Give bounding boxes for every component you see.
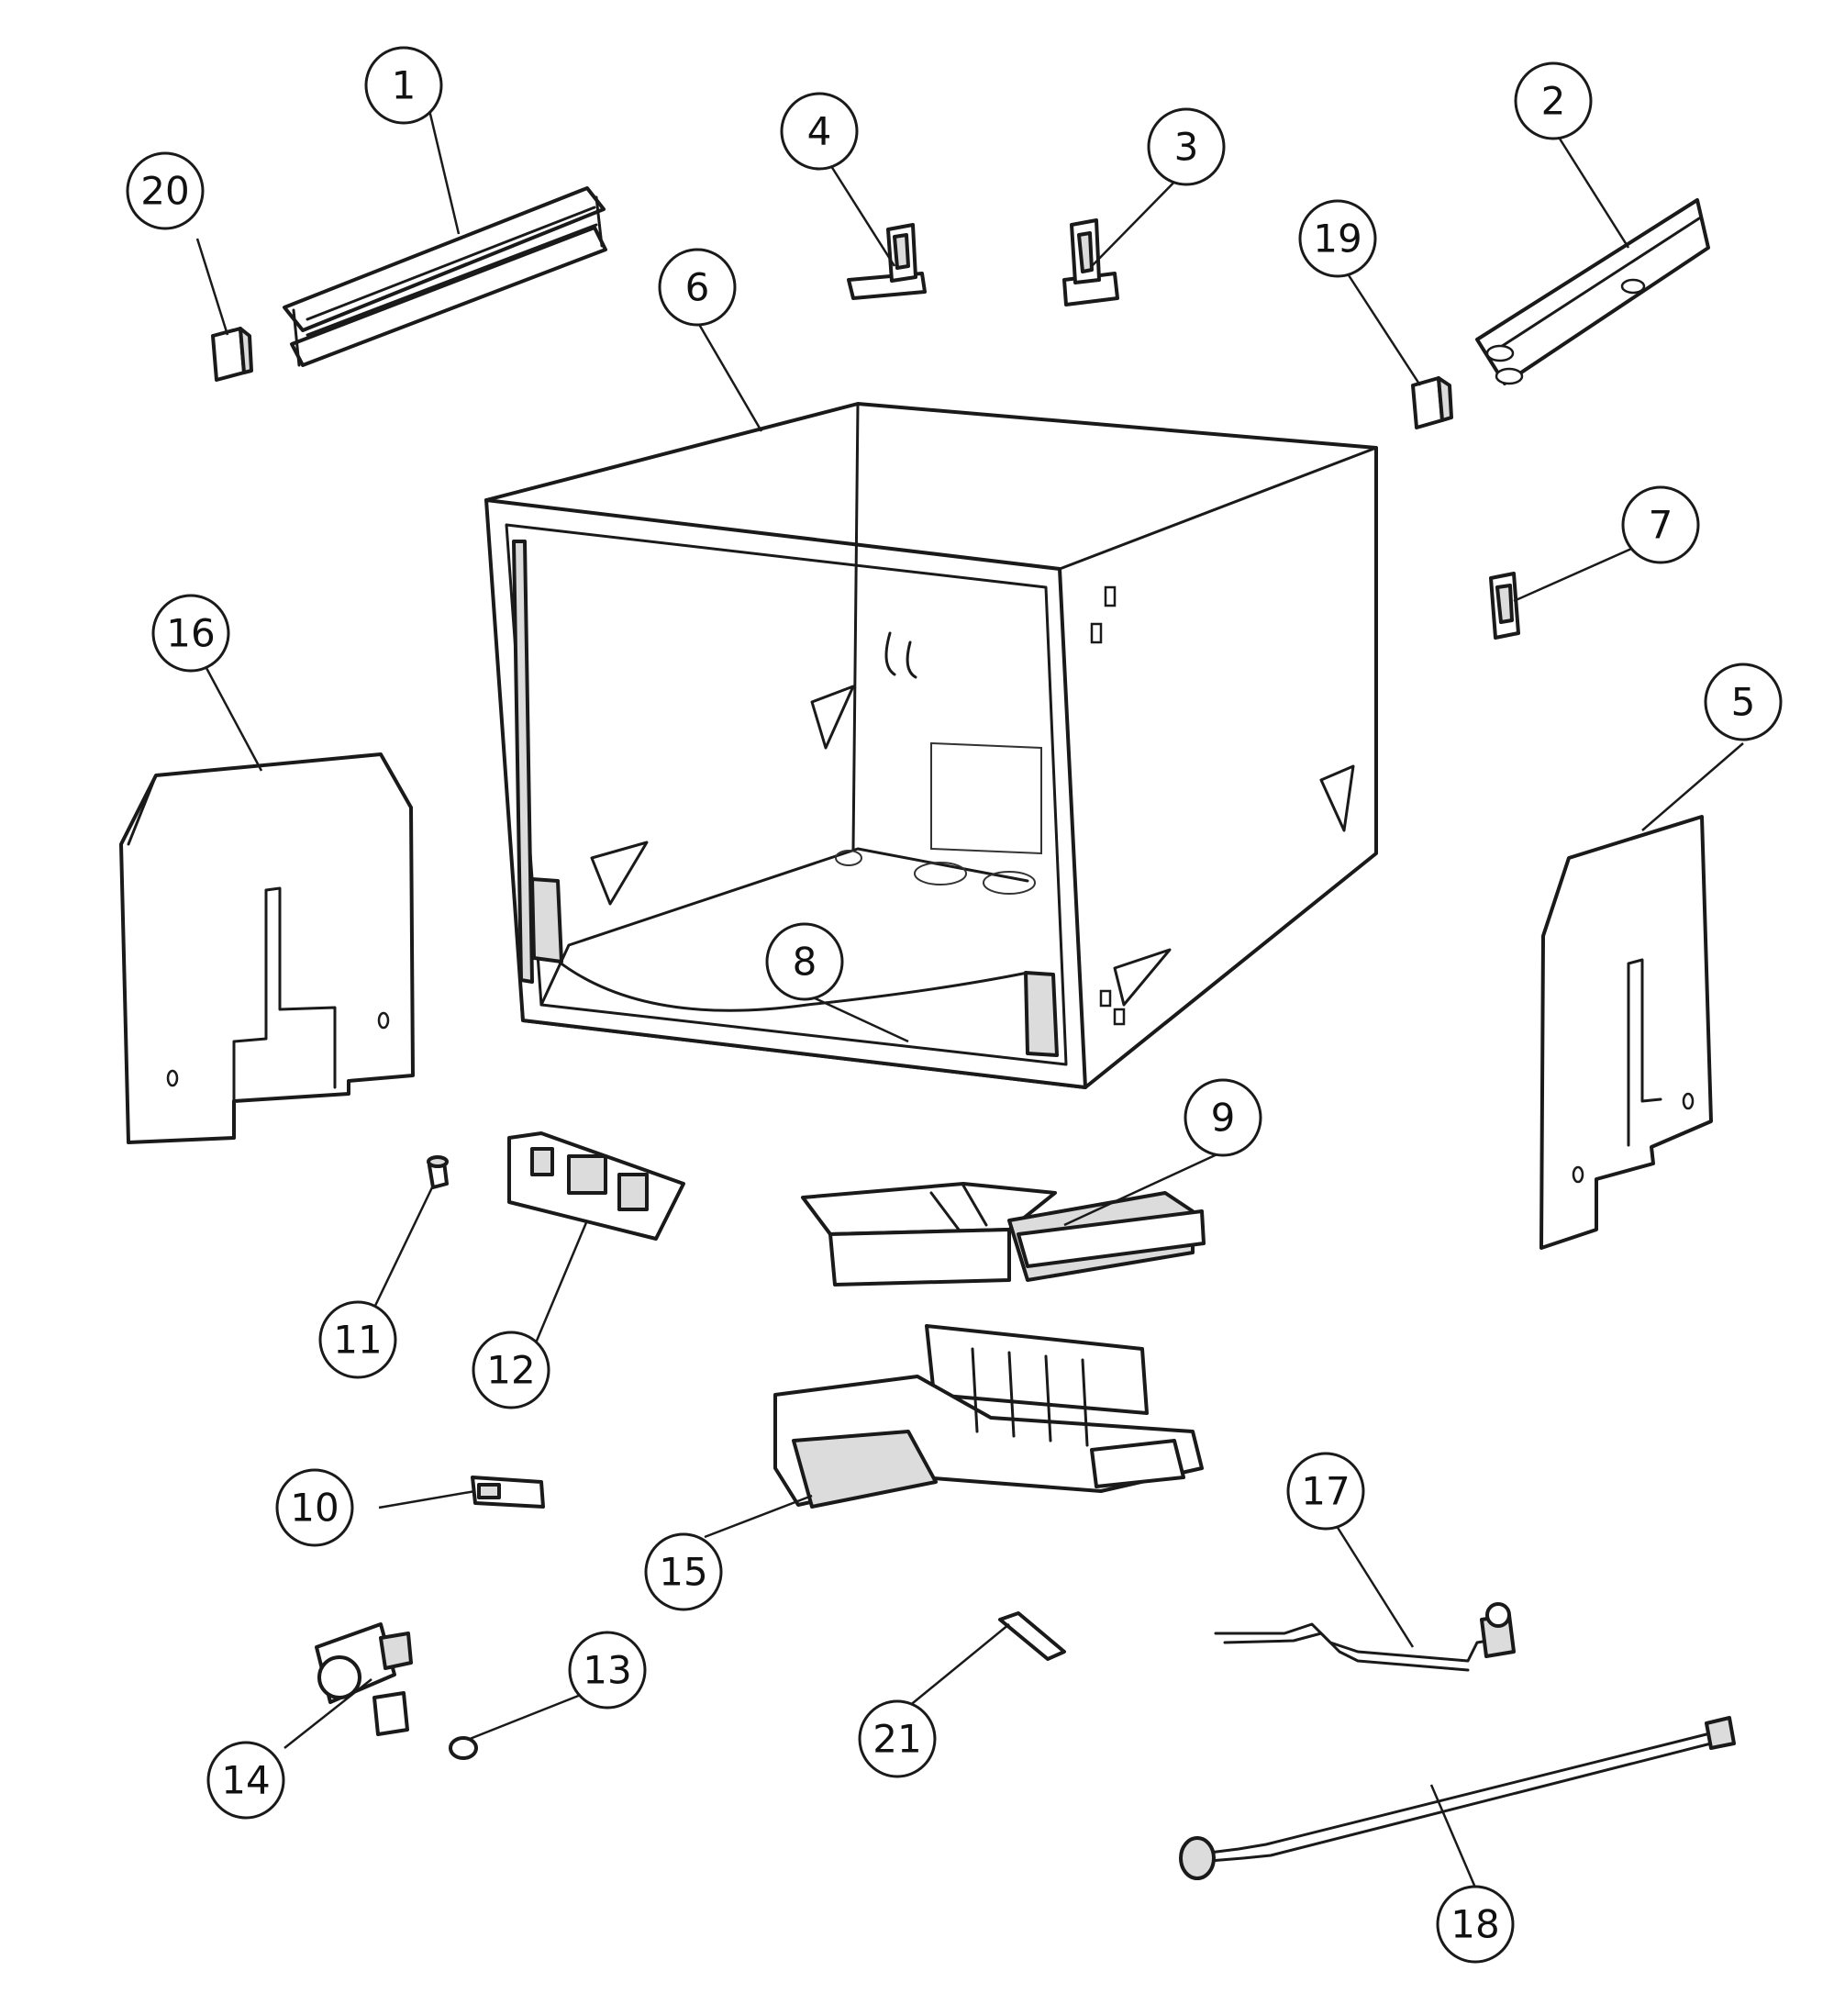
- part-2-right-rail: [1475, 198, 1710, 385]
- part-19-right-clip: [1411, 376, 1453, 429]
- callout-5[interactable]: 5: [1704, 663, 1783, 741]
- leader-lines: [195, 109, 1744, 1888]
- callout-8[interactable]: 8: [765, 922, 844, 1001]
- part-17-harness: [1214, 1602, 1516, 1672]
- callout-10[interactable]: 10: [275, 1468, 354, 1547]
- svg-text:1: 1: [392, 63, 417, 108]
- callout-18[interactable]: 18: [1436, 1885, 1515, 1964]
- leader-3: [1091, 169, 1187, 267]
- leader-9: [1063, 1150, 1224, 1227]
- svg-text:2: 2: [1541, 79, 1566, 124]
- callout-15[interactable]: 15: [644, 1532, 723, 1611]
- part-21-sensor: [998, 1611, 1066, 1661]
- callout-19[interactable]: 19: [1298, 199, 1377, 278]
- svg-text:20: 20: [140, 169, 189, 214]
- callout-16[interactable]: 16: [151, 594, 230, 673]
- leader-19: [1347, 274, 1422, 386]
- svg-text:19: 19: [1313, 217, 1362, 262]
- part-5-right-side-panel: [1539, 815, 1713, 1250]
- callout-20[interactable]: 20: [126, 151, 205, 230]
- svg-text:6: 6: [685, 265, 710, 310]
- part-10-switch: [471, 1476, 545, 1509]
- callout-4[interactable]: 4: [780, 92, 859, 171]
- part-4-left-hinge: [847, 223, 927, 300]
- svg-text:7: 7: [1649, 503, 1673, 548]
- leader-11: [372, 1185, 435, 1309]
- callout-7[interactable]: 7: [1621, 485, 1700, 564]
- part-11-grommet: [427, 1155, 449, 1189]
- callout-17[interactable]: 17: [1286, 1452, 1365, 1531]
- svg-text:5: 5: [1731, 680, 1756, 725]
- svg-text:13: 13: [583, 1648, 631, 1693]
- leader-20: [195, 238, 229, 336]
- part-16-left-side-panel: [119, 752, 415, 1144]
- callout-2[interactable]: 2: [1514, 61, 1593, 140]
- callout-13[interactable]: 13: [568, 1631, 647, 1710]
- leader-15: [704, 1494, 813, 1539]
- part-9-duct: [801, 1182, 1206, 1286]
- leader-7: [1513, 544, 1639, 603]
- part-20-left-clip: [211, 327, 253, 382]
- leader-17: [1333, 1522, 1415, 1648]
- leader-6: [695, 320, 763, 432]
- callouts: 1 2 3 4 5 6 7 8 9 10 11 12 13 14 15 16 1…: [126, 46, 1783, 1964]
- callout-21[interactable]: 21: [858, 1699, 937, 1778]
- svg-text:14: 14: [221, 1758, 270, 1803]
- svg-text:9: 9: [1211, 1096, 1236, 1141]
- part-13-plug: [449, 1736, 478, 1760]
- leader-12: [530, 1220, 589, 1353]
- leader-21: [907, 1623, 1010, 1708]
- leader-2: [1551, 128, 1630, 249]
- callout-11[interactable]: 11: [318, 1300, 397, 1379]
- callout-14[interactable]: 14: [206, 1741, 285, 1820]
- svg-text:16: 16: [166, 611, 215, 656]
- leader-8: [808, 994, 909, 1043]
- leader-1: [428, 109, 461, 235]
- leader-4: [823, 155, 896, 267]
- svg-text:11: 11: [333, 1318, 382, 1363]
- leader-18: [1429, 1784, 1477, 1888]
- svg-text:12: 12: [486, 1348, 535, 1393]
- part-7-bracket: [1489, 572, 1520, 640]
- svg-text:17: 17: [1301, 1469, 1350, 1514]
- part-18-long-wire: [1179, 1716, 1736, 1880]
- part-1-left-rail: [283, 186, 607, 367]
- part-6-tub-cabinet: [484, 402, 1378, 1089]
- leader-13: [469, 1693, 582, 1741]
- callout-6[interactable]: 6: [658, 248, 737, 327]
- svg-text:18: 18: [1450, 1902, 1499, 1947]
- leader-5: [1641, 742, 1744, 831]
- callout-3[interactable]: 3: [1147, 107, 1226, 186]
- callout-12[interactable]: 12: [472, 1331, 550, 1409]
- leader-14: [283, 1678, 372, 1749]
- svg-text:15: 15: [659, 1550, 707, 1595]
- callout-1[interactable]: 1: [364, 46, 443, 125]
- svg-text:4: 4: [807, 109, 832, 154]
- leader-16: [205, 667, 263, 772]
- part-15-base-tray: [773, 1324, 1204, 1509]
- callout-9[interactable]: 9: [1184, 1078, 1262, 1157]
- svg-text:8: 8: [793, 940, 817, 985]
- svg-text:21: 21: [872, 1717, 921, 1762]
- svg-text:3: 3: [1174, 125, 1199, 170]
- part-3-right-hinge: [1062, 218, 1119, 306]
- part-12-control-board: [507, 1131, 685, 1241]
- svg-text:10: 10: [290, 1486, 339, 1531]
- part-14-inlet-valve: [315, 1622, 413, 1736]
- leader-10: [378, 1489, 476, 1509]
